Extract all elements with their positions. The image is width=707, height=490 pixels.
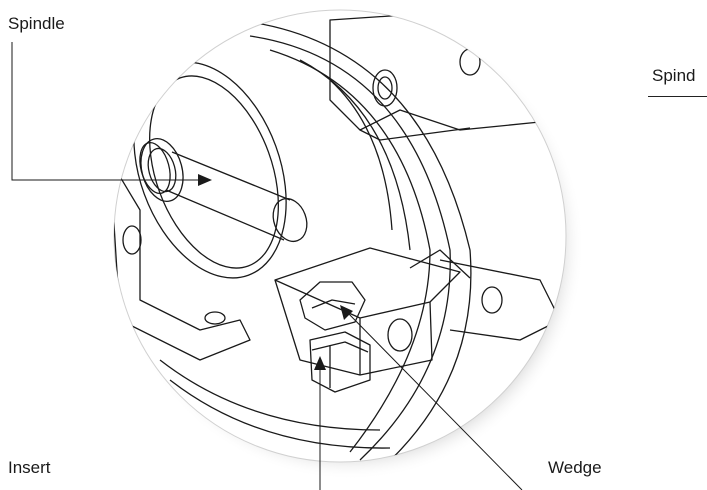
arrowhead-wedge: [340, 305, 353, 320]
arrowhead-insert: [314, 356, 326, 370]
bore-ring-inner: [149, 75, 279, 269]
leader-lines: [11, 42, 523, 490]
spindle-label: Spindle: [8, 14, 65, 33]
spindle-end: [272, 197, 308, 243]
wedge-block-side: [359, 301, 433, 376]
right-clip: [409, 249, 471, 279]
spindle-label-right-cropped: Spind: [652, 66, 696, 85]
upper-bolt-hole: [372, 69, 398, 107]
spindle-shaft: [165, 151, 291, 241]
right-bolt-hole: [481, 286, 503, 314]
body-arc-outer: [234, 19, 472, 462]
leader-spindle: [11, 42, 200, 181]
left-bolt-hole: [122, 225, 142, 255]
body-arc-4: [299, 59, 411, 251]
leader-arrowheads: [198, 174, 353, 370]
lower-left-hole: [204, 311, 226, 325]
insert-label: Insert: [8, 458, 51, 477]
mechanism-drawing: [114, 10, 561, 462]
leader-wedge: [344, 309, 523, 490]
insert-body: [309, 331, 371, 393]
wedge-bolt-hole: [387, 318, 413, 352]
wedge-label: Wedge: [548, 458, 602, 477]
wedge-head: [299, 281, 366, 331]
body-arc-5: [329, 79, 393, 231]
body-arc-3: [269, 49, 431, 453]
spindle-label-underline: [648, 96, 707, 97]
left-housing: [114, 159, 251, 361]
body-arc-2: [249, 35, 451, 461]
lower-arc: [159, 359, 381, 431]
arrowhead-spindle: [198, 174, 212, 186]
